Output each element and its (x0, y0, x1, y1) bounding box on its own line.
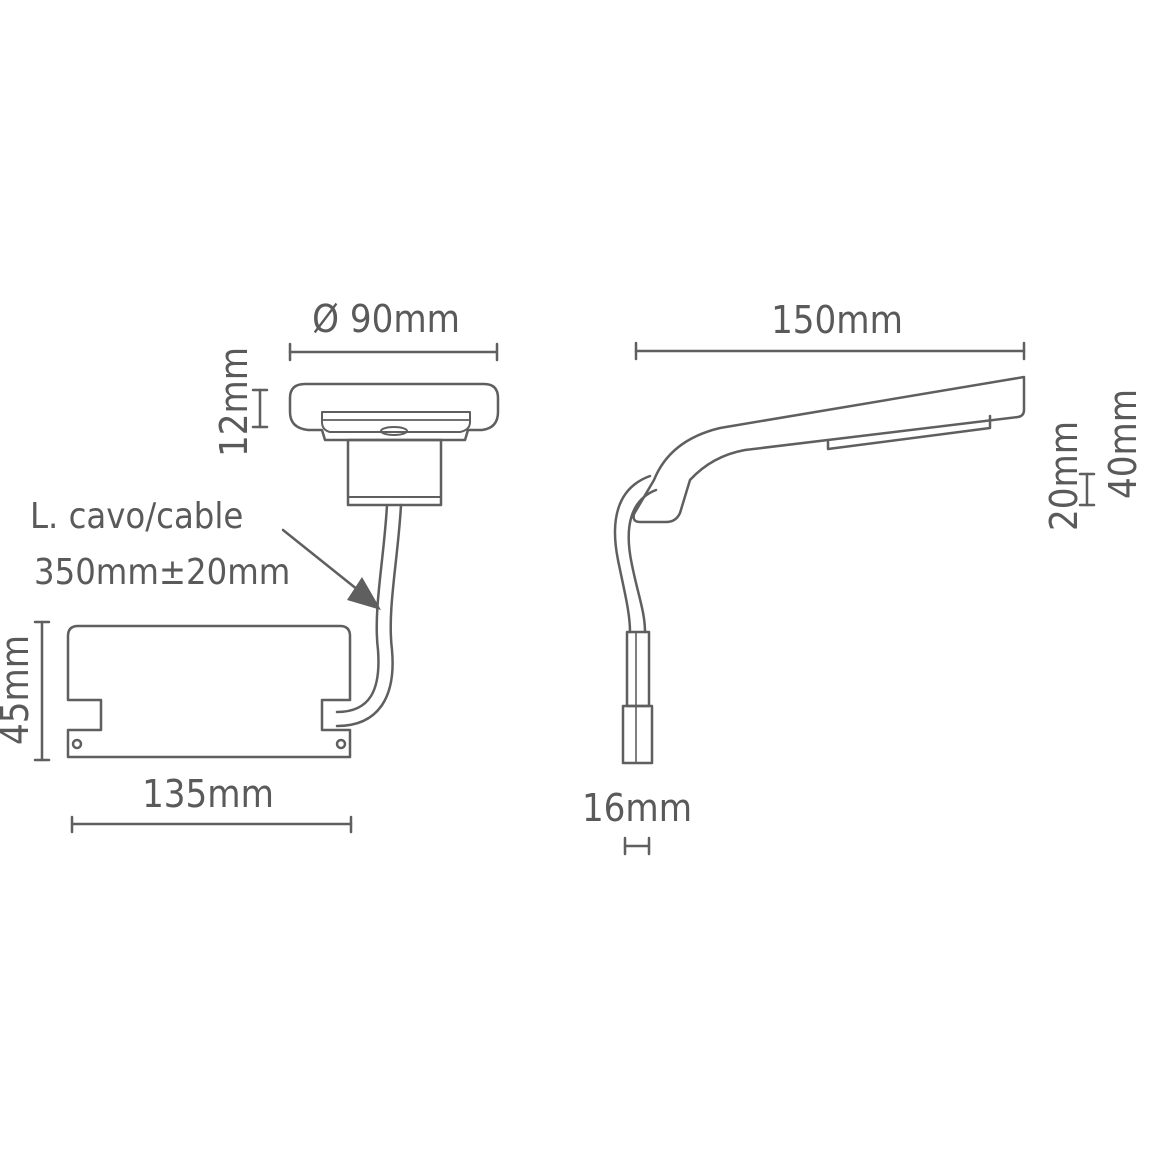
cable-note-line2: 350mm±20mm (34, 552, 290, 593)
cap-cylinder (346, 438, 443, 507)
driver-box (66, 624, 352, 759)
diameter-dimension-line (288, 342, 499, 362)
light-height-dimension-line (1078, 472, 1096, 507)
driver-width-dimension-line (70, 815, 353, 834)
driver-height-dimension-line (33, 620, 51, 762)
cable-note-line1: L. cavo/cable (30, 496, 243, 537)
connector-width-dimension-line (623, 836, 651, 856)
diameter-label: Ø 90mm (312, 297, 460, 341)
arm-length-label: 150mm (771, 298, 903, 342)
round-cap (288, 382, 500, 442)
driver-height-label: 45mm (0, 635, 37, 745)
connector (621, 630, 654, 765)
cable-leader-arrowhead (347, 577, 381, 610)
driver-width-label: 135mm (142, 772, 274, 816)
cap-height-label: 12mm (212, 347, 256, 457)
arm-height-label: 40mm (1101, 389, 1145, 499)
cable-leader-line (281, 528, 370, 600)
lamp-arm (632, 375, 1026, 524)
cable-front-view (335, 503, 403, 728)
connector-width-label: 16mm (582, 786, 692, 830)
cap-height-dimension-line (251, 388, 269, 429)
arm-length-dimension-line (634, 341, 1026, 361)
light-height-label: 20mm (1042, 421, 1086, 531)
cable-side-view (613, 474, 658, 634)
